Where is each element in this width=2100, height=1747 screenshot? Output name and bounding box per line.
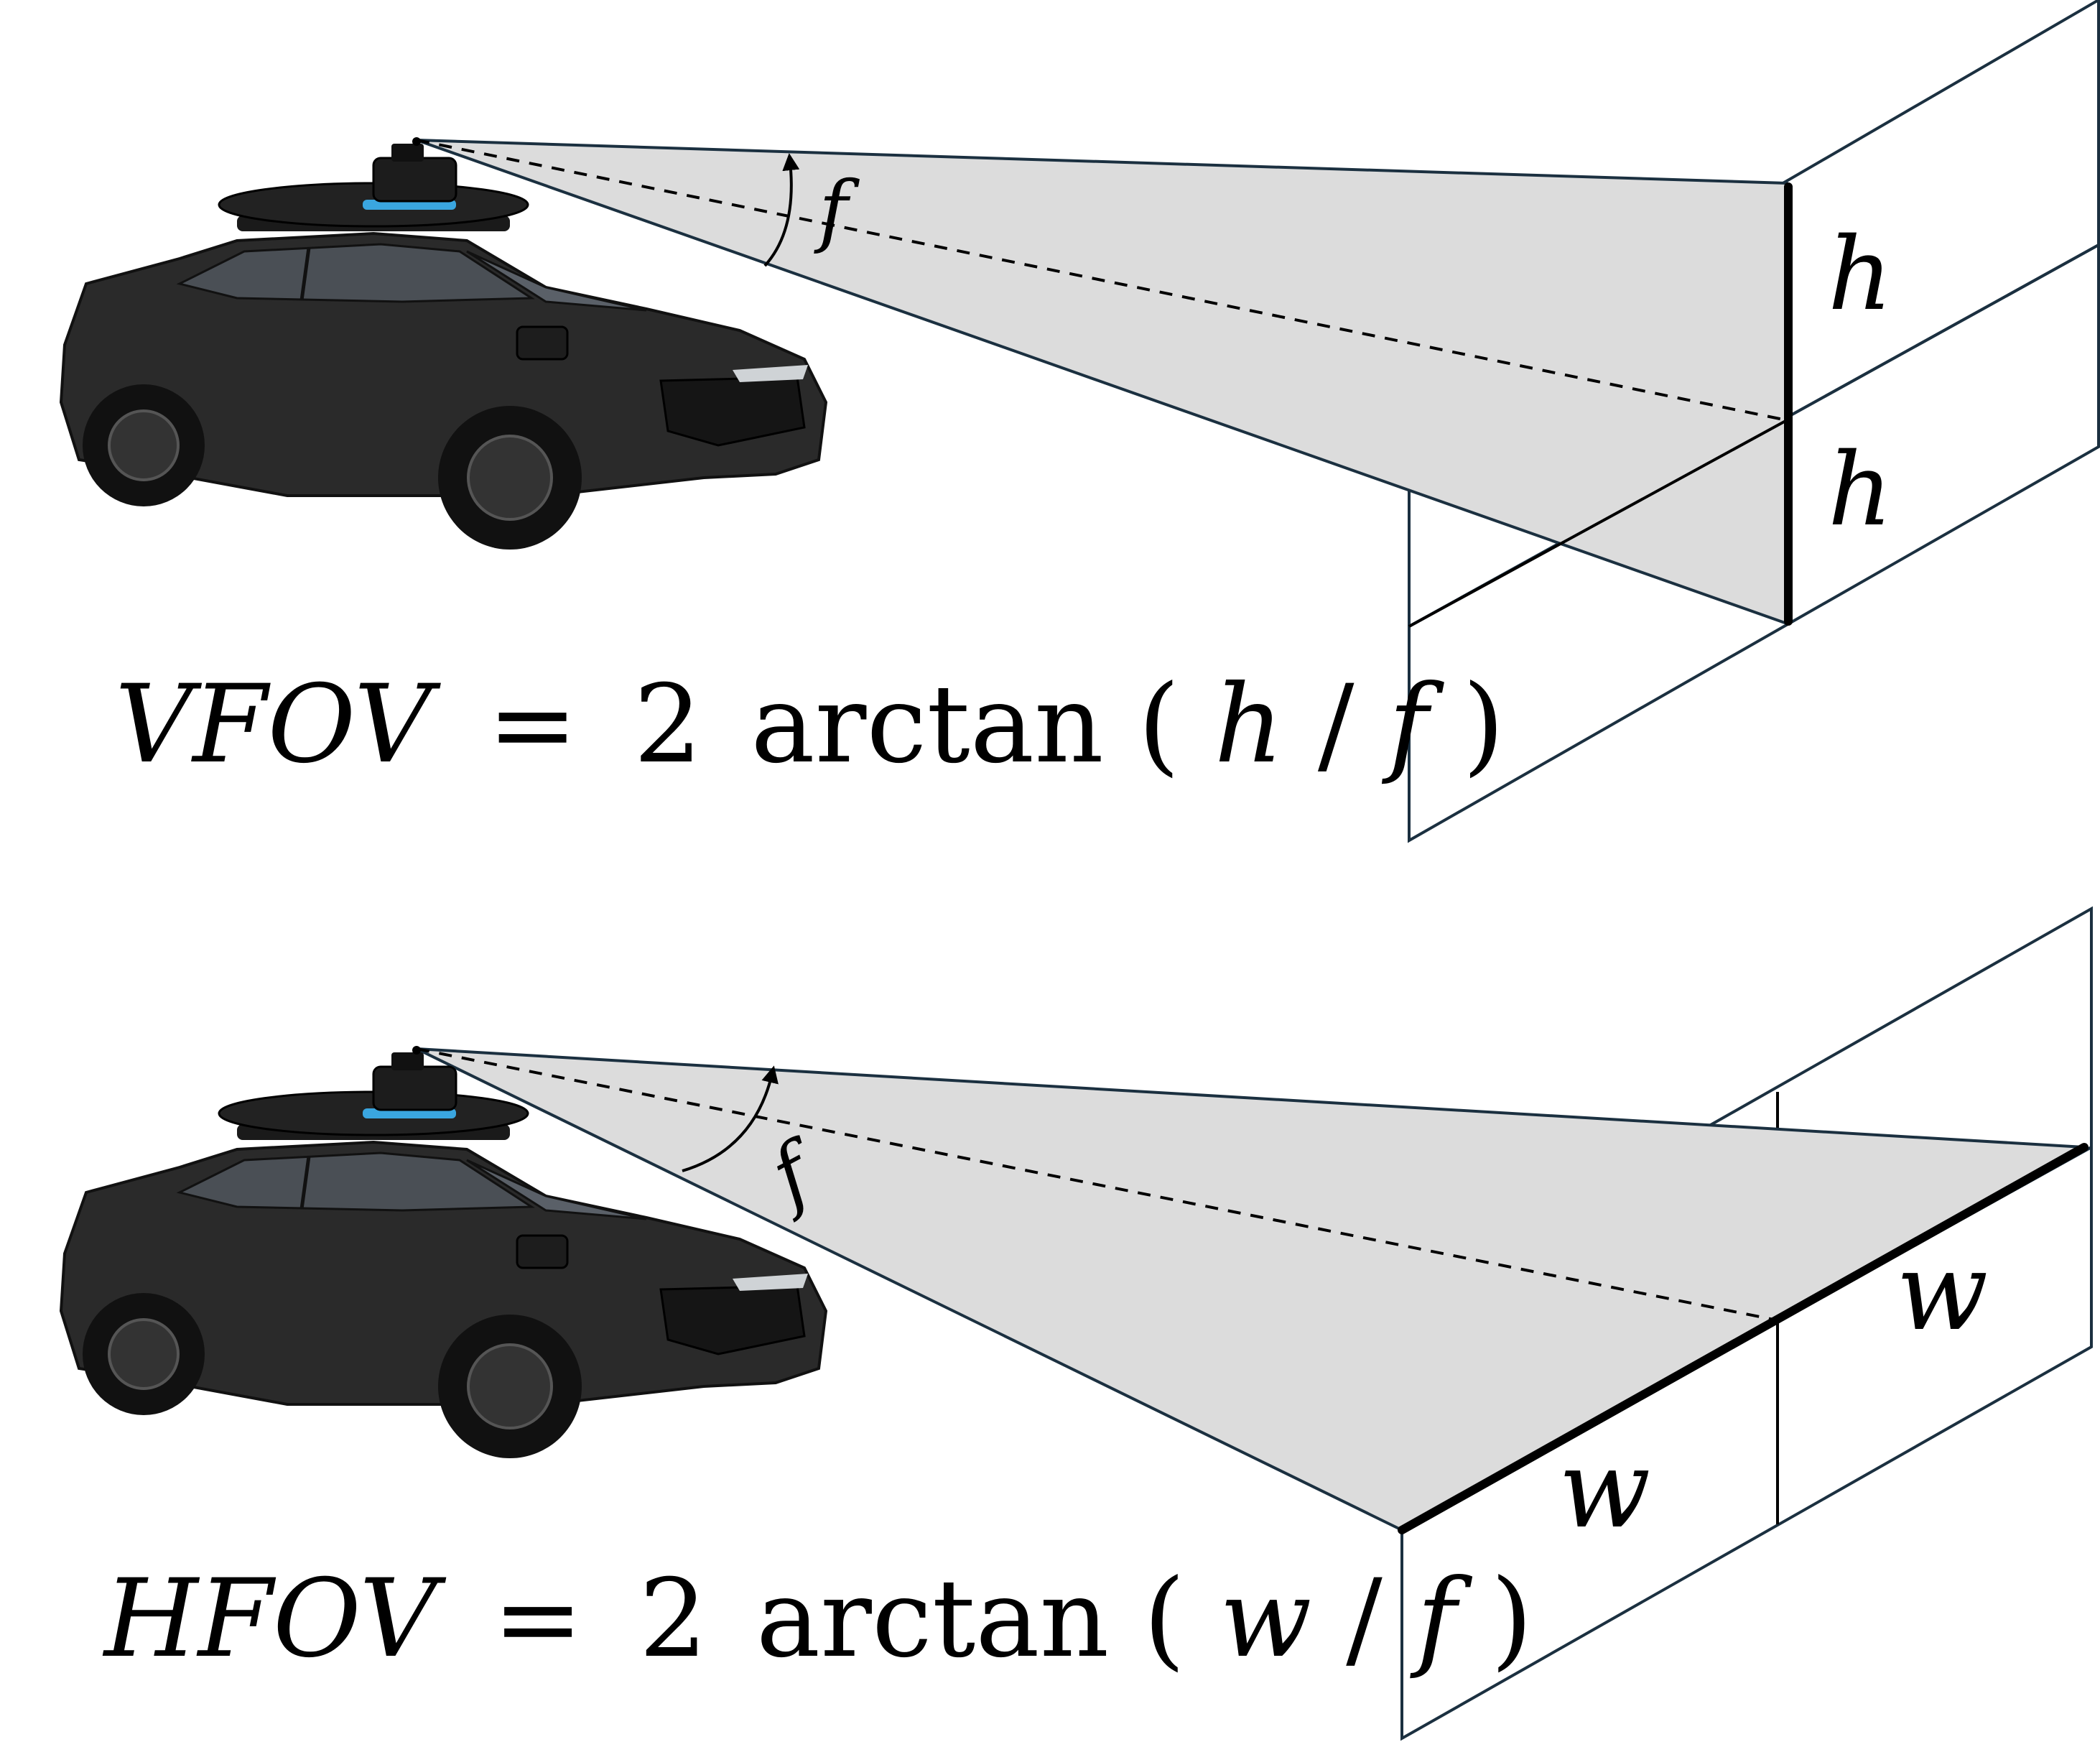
formula-lhs: HFOV — [102, 1557, 447, 1682]
dim-label-w-back: w — [1896, 1230, 1988, 1355]
image-plane-lower — [1408, 242, 2100, 843]
formula-func: arctan — [756, 1557, 1109, 1682]
formula-den: f — [1381, 662, 1444, 787]
formula-slash: / — [1318, 662, 1355, 787]
sensor-width-edge — [1398, 1143, 2089, 1534]
formula-open: ( — [1143, 1557, 1186, 1682]
curved-arrow-icon — [682, 1065, 779, 1172]
formula-equals: = — [488, 662, 578, 787]
formula-lhs: VFOV — [115, 662, 442, 787]
lidar-sensor-icon — [412, 137, 421, 146]
formula-func: arctan — [751, 662, 1103, 787]
formula-den: f — [1409, 1557, 1472, 1682]
optical-axis — [416, 139, 1788, 422]
formula-slash: / — [1346, 1557, 1383, 1682]
vfov-formula: VFOV = 2 arctan ( h / f ) — [115, 662, 1505, 787]
dim-label-w-front: w — [1558, 1427, 1650, 1552]
optical-axis — [416, 1047, 1778, 1322]
formula-open: ( — [1138, 662, 1180, 787]
hfov-formula: HFOV = 2 arctan ( w / f ) — [102, 1557, 1533, 1682]
formula-coef: 2 — [639, 1557, 707, 1682]
dim-label-h-lower: h — [1828, 432, 1892, 549]
vfov-panel: f h h VFOV = 2 arctan ( h / f ) — [61, 0, 2100, 843]
lidar-sensor-icon — [412, 1046, 421, 1055]
plane-divider — [1408, 419, 1788, 628]
formula-equals: = — [493, 1557, 583, 1682]
formula-arg: w — [1219, 1557, 1311, 1682]
curved-arrow-icon — [763, 153, 800, 267]
formula-close: ) — [1462, 662, 1505, 787]
dim-label-h-upper: h — [1828, 216, 1892, 333]
formula-coef: 2 — [633, 662, 702, 787]
formula-close: ) — [1491, 1557, 1533, 1682]
formula-arg: h — [1214, 662, 1284, 787]
hfov-panel: f w w HFOV = 2 arctan ( w / f ) — [61, 906, 2093, 1741]
